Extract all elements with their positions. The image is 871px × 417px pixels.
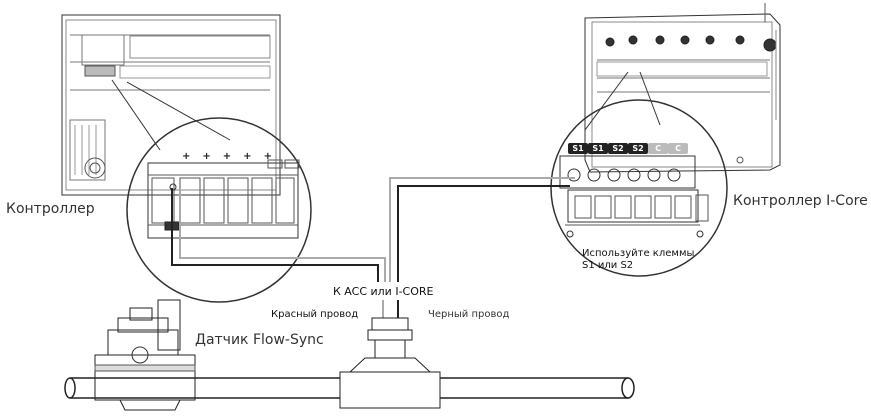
label-flow-sync-sensor: Датчик Flow-Sync (195, 332, 324, 348)
pipe (64, 377, 635, 399)
use-terminals-line1: Используйте клеммы (582, 248, 695, 259)
right-terminal-block (559, 155, 709, 238)
label-to-acc: К ACC или I-CORE (333, 285, 434, 298)
plus-mark: + (243, 151, 264, 162)
terminal-badge-s2: S2 (608, 143, 628, 154)
label-black-wire: Черный провод (428, 309, 510, 320)
label-use-terminals: Используйте клеммы S1 или S2 (582, 248, 694, 272)
terminal-badge-c: C (648, 143, 668, 154)
right-controller-icore (584, 3, 781, 173)
terminal-badge-s1: S1 (588, 143, 608, 154)
plus-mark: + (222, 151, 244, 162)
plus-mark: + (263, 151, 284, 162)
right-magnifier (550, 99, 728, 277)
terminal-badge-s1: S1 (568, 143, 588, 154)
valve (94, 299, 196, 411)
label-controller: Контроллер (6, 201, 95, 217)
wires (171, 177, 575, 318)
label-controller-icore: Контроллер I-Core (733, 193, 868, 209)
flow-sync-sensor (339, 317, 441, 409)
label-red-wire: Красный провод (271, 309, 359, 320)
terminal-badge-s2: S2 (628, 143, 648, 154)
left-controller (61, 14, 281, 196)
use-terminals-line2: S1 или S2 (582, 260, 634, 271)
terminal-badge-c: C (668, 143, 688, 154)
plus-mark: + (182, 151, 203, 162)
plus-mark: + (202, 151, 223, 162)
polarity-marks: +++++ (182, 151, 284, 162)
left-magnifier (126, 117, 312, 303)
